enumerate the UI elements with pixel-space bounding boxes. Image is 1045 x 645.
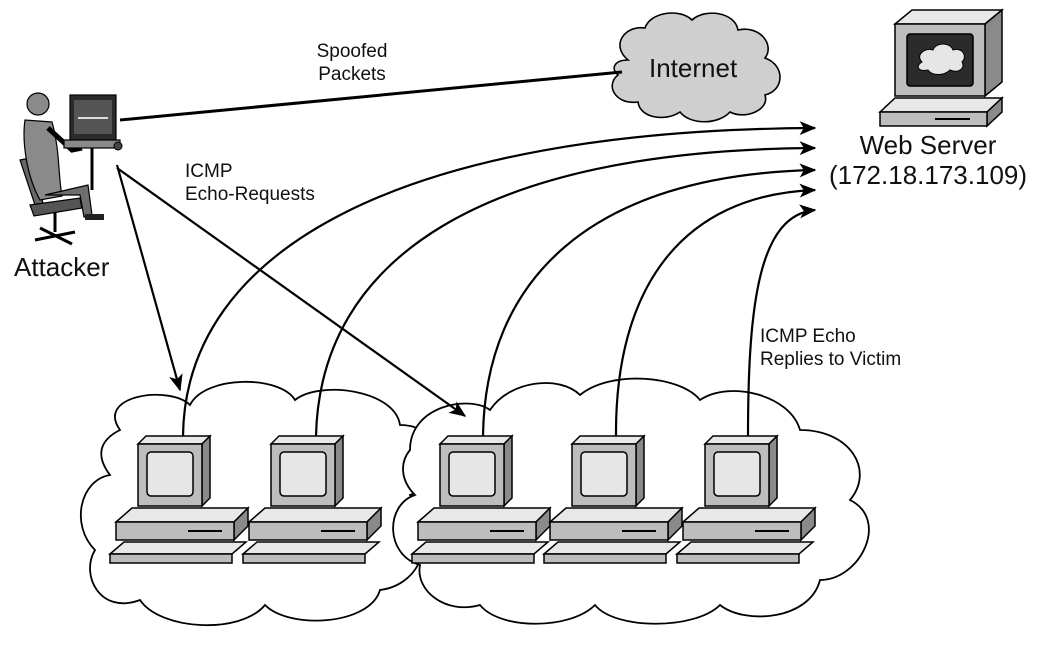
web-server-label: Web Server (172.18.173.109) (812, 130, 1044, 190)
network-cloud-left (79, 380, 441, 627)
internet-cloud-icon (611, 12, 781, 123)
spoofed-packets-line1: Spoofed (316, 41, 388, 62)
icmp-echo-replies-label: ICMP Echo Replies to Victim (760, 325, 901, 371)
echo-reply-curve-2 (314, 141, 817, 437)
icmp-request-arrow-right (116, 167, 467, 417)
echo-reply-curve-5 (746, 204, 817, 437)
echo-reply-curve-3 (481, 163, 817, 437)
icmp-echo-requests-label: ICMP Echo-Requests (185, 160, 315, 206)
echo-reply-curve-4 (614, 183, 817, 437)
icmp-req-line2: Echo-Requests (185, 184, 315, 205)
web-server-ip: (172.18.173.109) (828, 160, 1028, 190)
icmp-reply-line1: ICMP Echo (760, 326, 856, 347)
attacker-icon (19, 92, 123, 246)
internet-label: Internet (649, 53, 738, 83)
web-server-name: Web Server (859, 130, 997, 160)
echo-reply-curve-1 (181, 121, 817, 437)
spoofed-packets-line2: Packets (318, 64, 386, 85)
spoofed-packets-line (119, 70, 623, 122)
spoofed-packets-label: Spoofed Packets (312, 40, 392, 86)
attacker-label: Attacker (14, 252, 110, 282)
icmp-request-arrow-left (115, 164, 183, 392)
web-server-icon (878, 8, 1005, 128)
icmp-reply-line2: Replies to Victim (760, 349, 902, 370)
icmp-req-line1: ICMP (185, 161, 233, 182)
